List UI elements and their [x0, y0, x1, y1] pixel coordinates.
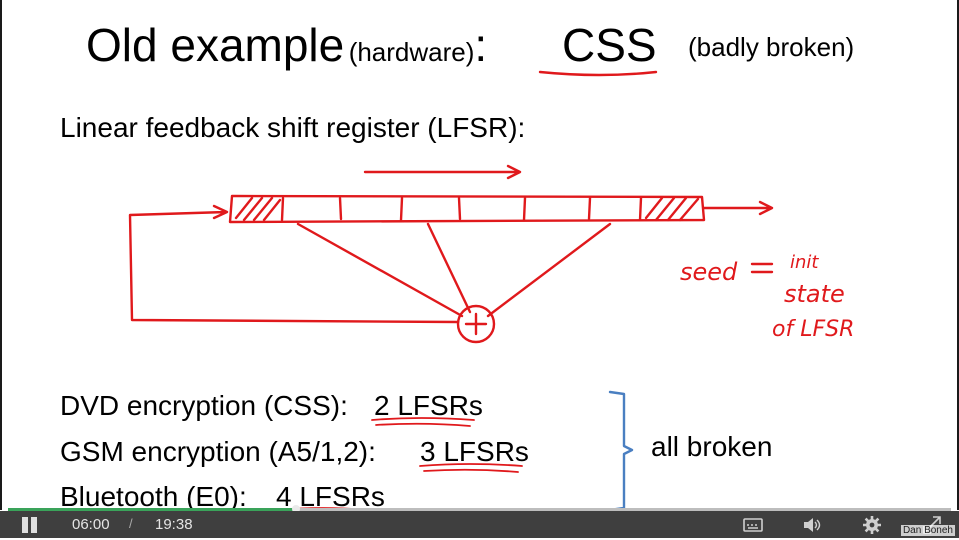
pause-button[interactable]	[20, 515, 40, 534]
hatch-left	[234, 196, 282, 222]
list-line-text: Bluetooth (E0):	[60, 481, 247, 510]
volume-button[interactable]	[801, 514, 823, 536]
tap-lines	[296, 222, 612, 318]
annotation-state: state	[784, 280, 845, 308]
list-line-gsm: GSM encryption (A5/1,2): 3 LFSRs	[60, 436, 529, 468]
feedback-loop	[128, 204, 460, 324]
list-line-count: 3 LFSRs	[420, 436, 529, 467]
time-separator: /	[129, 516, 133, 531]
list-line-text: DVD encryption (CSS):	[60, 390, 348, 421]
title-hardware: (hardware)	[348, 37, 475, 67]
annotation-init: init	[790, 252, 819, 273]
progress-fill	[8, 508, 297, 511]
duration: 19:38	[155, 516, 193, 533]
xor-plus	[464, 312, 488, 336]
register-box	[228, 194, 706, 224]
current-time: 06:00	[72, 516, 110, 533]
annotation-seed: seed	[680, 258, 738, 286]
title-css: CSS	[562, 19, 657, 71]
output-arrow	[702, 200, 774, 216]
settings-button[interactable]	[861, 514, 883, 536]
group-bracket	[608, 390, 634, 510]
title-colon: :	[474, 19, 488, 71]
list-line-dvd: DVD encryption (CSS): 2 LFSRs	[60, 390, 483, 422]
underline-3-lfsrs	[419, 463, 523, 473]
register-dividers	[280, 196, 643, 222]
gear-icon	[863, 516, 881, 534]
lfsr-label: Linear feedback shift register (LFSR):	[60, 112, 526, 143]
progress-handle[interactable]	[292, 505, 301, 513]
all-broken-label: all broken	[651, 431, 773, 462]
volume-icon	[804, 518, 821, 532]
handwriting-layer: seed init state of LFSR	[128, 70, 854, 510]
css-underline	[538, 70, 658, 77]
title-badly-broken: (badly broken)	[688, 32, 855, 62]
direction-arrow	[363, 164, 522, 180]
slide-title: Old example (hardware): CSS (badly broke…	[86, 18, 854, 72]
pause-icon	[22, 517, 28, 533]
seed-eq	[750, 262, 774, 274]
captions-icon	[743, 518, 763, 532]
player-controls: 06:00 / 19:38 Dan Boneh	[0, 511, 959, 538]
hatch-right	[644, 196, 700, 222]
pause-icon	[31, 517, 37, 533]
slide: Old example (hardware): CSS (badly broke…	[0, 0, 959, 510]
xor-circle	[456, 304, 496, 344]
watermark: Dan Boneh	[900, 525, 955, 536]
captions-button[interactable]	[742, 514, 764, 536]
list-line-bluetooth: Bluetooth (E0): 4 LFSRs	[60, 481, 385, 510]
annotation-of-lfsr: of LFSR	[772, 317, 854, 342]
list-line-count: 2 LFSRs	[374, 390, 483, 421]
title-main: Old example	[86, 19, 345, 71]
progress-bar[interactable]	[8, 505, 951, 513]
list-line-text: GSM encryption (A5/1,2):	[60, 436, 376, 467]
slide-right-border	[957, 0, 959, 510]
underline-2-lfsrs	[371, 417, 475, 427]
slide-left-border	[0, 0, 2, 510]
